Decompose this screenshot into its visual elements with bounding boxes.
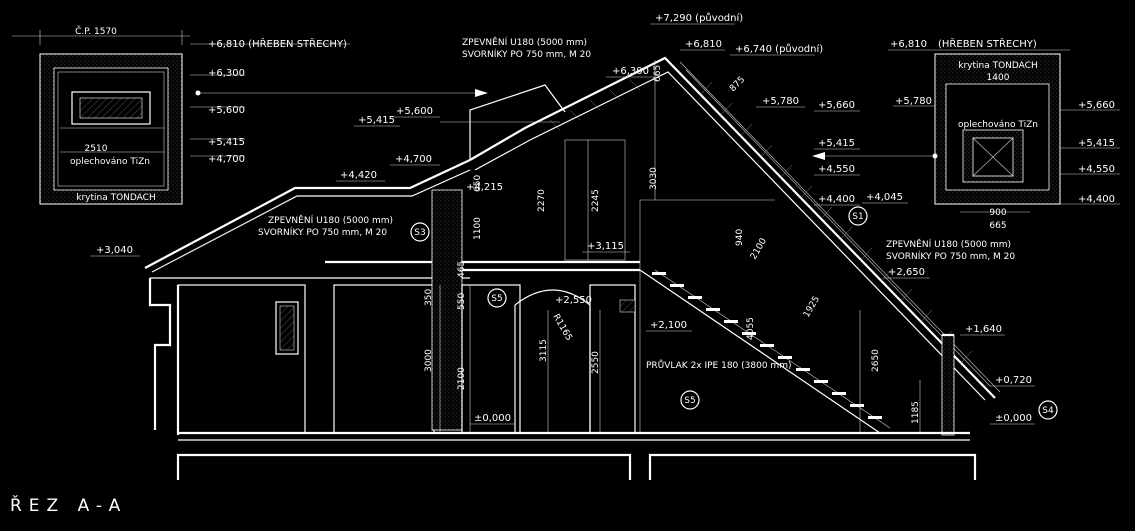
section-s4: S4 — [1042, 406, 1054, 416]
level-5780-center: +5,780 — [762, 96, 799, 107]
level-5600-center: +5,600 — [396, 106, 433, 117]
level-2650: +2,650 — [888, 267, 925, 278]
level-5415-right: +5,415 — [818, 138, 855, 149]
dim-1925: 1925 — [802, 295, 822, 320]
section-s1: S1 — [852, 212, 863, 222]
left-level-6300: +6,300 — [208, 68, 245, 79]
level-4700-center: +4,700 — [395, 154, 432, 165]
dim-465: 465 — [457, 261, 467, 278]
level-5660-center: +5,660 — [818, 100, 855, 111]
dim-1185: 1185 — [911, 401, 921, 424]
dim-2100-ground: 2100 — [457, 367, 467, 390]
level-7290: +7,290 (původní) — [655, 12, 743, 24]
right-level-4550: +4,550 — [1078, 164, 1115, 175]
left-level-5415: +5,415 — [208, 137, 245, 148]
right-detail-width-b: 665 — [989, 221, 1006, 231]
dim-3115: 3115 — [539, 339, 549, 362]
level-5415-center: +5,415 — [358, 115, 395, 126]
level-4400-center: +4,400 — [818, 194, 855, 205]
level-2550: +2,550 — [555, 295, 592, 306]
level-6300-center: +6,300 — [612, 66, 649, 77]
note-left-line1: ZPEVNĚNÍ U180 (5000 mm) — [268, 214, 393, 226]
note-beam: PRŮVLAK 2x IPE 180 (3800 mm) — [646, 359, 791, 371]
right-ridge-label: (HŘEBEN STŘECHY) — [938, 37, 1037, 50]
staircase — [639, 199, 891, 434]
section-s3: S3 — [414, 228, 425, 238]
level-6740: +6,740 (původní) — [735, 43, 823, 55]
dim-350: 350 — [424, 289, 434, 306]
left-detail: Č.P. 1570 2510 oplechováno TiZn krytina … — [12, 25, 488, 205]
level-4420: +4,420 — [340, 170, 377, 181]
right-level-5780: +5,780 — [895, 96, 932, 107]
main-section — [144, 56, 1001, 480]
dim-4055: 4055 — [746, 317, 756, 340]
level-4550-center: +4,550 — [818, 164, 855, 175]
right-level-5660: +5,660 — [1078, 100, 1115, 111]
dim-2270: 2270 — [537, 189, 547, 212]
level-2100: +2,100 — [650, 320, 687, 331]
dim-940: 940 — [735, 229, 745, 246]
note-top-line2: SVORNÍKY PO 750 mm, M 20 — [462, 48, 591, 60]
left-level-6810: +6,810 (HŘEBEN STŘECHY) — [208, 37, 347, 50]
left-level-5600: +5,600 — [208, 105, 245, 116]
level-3040: +3,040 — [96, 245, 133, 256]
level-4215: +4,215 — [466, 182, 503, 193]
dim-2650: 2650 — [871, 349, 881, 372]
level-3115: +3,115 — [587, 241, 624, 252]
level-0000-center: ±0,000 — [474, 413, 511, 424]
level-6810-center: +6,810 — [685, 39, 722, 50]
dim-2550: 2550 — [591, 351, 601, 374]
level-4045: +4,045 — [866, 192, 903, 203]
roof-insulation — [549, 79, 973, 365]
note-right-line2: SVORNÍKY PO 750 mm, M 20 — [886, 250, 1015, 262]
dim-650: 650 — [473, 175, 483, 192]
dim-3030: 3030 — [649, 167, 659, 190]
left-detail-flashing: oplechováno TiZn — [70, 157, 150, 167]
left-level-4700: +4,700 — [208, 154, 245, 165]
note-top-line1: ZPEVNĚNÍ U180 (5000 mm) — [462, 36, 587, 48]
note-left-line2: SVORNÍKY PO 750 mm, M 20 — [258, 226, 387, 238]
dim-665: 665 — [653, 65, 663, 82]
drawing-title: ŘEZ A-A — [10, 494, 127, 516]
right-detail-width-a: 900 — [989, 208, 1006, 218]
dim-2245: 2245 — [591, 189, 601, 212]
right-detail: +6,810 (HŘEBEN STŘECHY) krytina TONDACH … — [812, 37, 1120, 231]
notes: ZPEVNĚNÍ U180 (5000 mm) SVORNÍKY PO 750 … — [258, 36, 1015, 371]
note-right-line1: ZPEVNĚNÍ U180 (5000 mm) — [886, 238, 1011, 250]
dim-1100: 1100 — [473, 217, 483, 240]
section-markers: S1 S3 S4 S5 S5 — [410, 206, 1058, 420]
right-detail-roofing: krytina TONDACH — [958, 61, 1037, 71]
right-detail-flashing: oplechováno TiZn — [958, 120, 1038, 130]
right-detail-width-top: 1400 — [987, 73, 1010, 83]
section-s5-lower: S5 — [684, 396, 695, 406]
left-detail-header: Č.P. 1570 — [75, 25, 117, 37]
level-0720: +0,720 — [995, 375, 1032, 386]
dim-3000: 3000 — [424, 349, 434, 372]
left-detail-width: 2510 — [85, 144, 108, 154]
left-detail-roofing: krytina TONDACH — [76, 193, 155, 203]
level-0000-right: ±0,000 — [995, 413, 1032, 424]
section-s5-upper: S5 — [491, 294, 502, 304]
right-level-6810: +6,810 — [890, 39, 927, 50]
level-1640: +1,640 — [965, 324, 1002, 335]
dim-550: 550 — [457, 293, 467, 310]
right-level-5415: +5,415 — [1078, 138, 1115, 149]
dim-r1165: R1165 — [550, 313, 573, 343]
dim-875: 875 — [728, 75, 747, 94]
level-marks: +7,290 (původní) +6,810 +6,740 (původní)… — [90, 12, 1035, 425]
dim-2100-stair: 2100 — [749, 236, 769, 261]
right-level-4400: +4,400 — [1078, 194, 1115, 205]
